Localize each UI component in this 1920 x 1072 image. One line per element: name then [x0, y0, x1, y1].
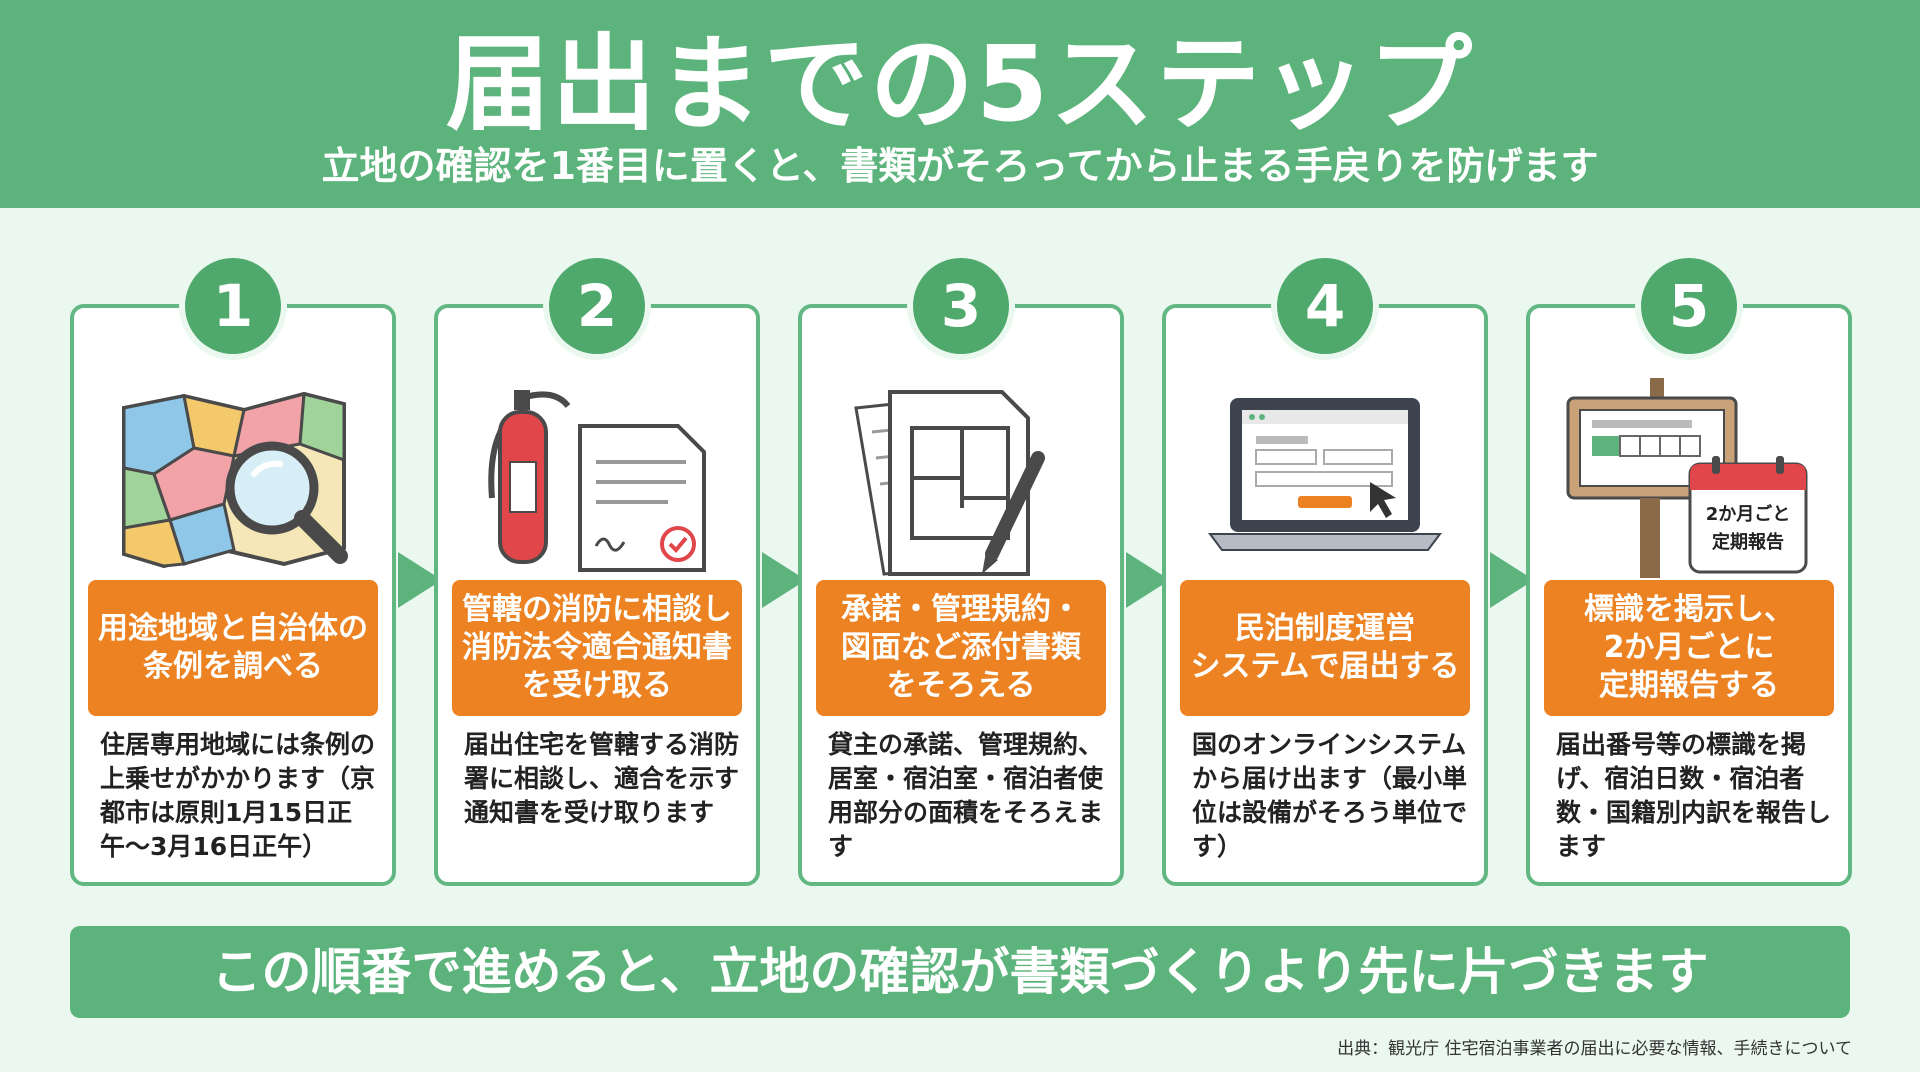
step-number-1: 1 — [185, 258, 281, 354]
source-note: 出典：観光庁 住宅宿泊事業者の届出に必要な情報、手続きについて — [1337, 1039, 1852, 1059]
step-card-3: 承諾・管理規約・ 図面など添付書類 をそろえる 貸主の承諾、管理規約、居室・宿泊… — [798, 304, 1124, 886]
fire-extinguisher-document-icon — [488, 390, 706, 572]
step-label: 用途地域と自治体の 条例を調べる — [88, 580, 378, 716]
step-description: 貸主の承諾、管理規約、居室・宿泊室・宿泊者使用部分の面積をそろえます — [828, 730, 1104, 861]
step-description: 国のオンラインシステムから届け出ます（最小単位は設備がそろう単位です） — [1192, 730, 1468, 861]
step-number-5: 5 — [1641, 258, 1737, 354]
step-number-4: 4 — [1277, 258, 1373, 354]
arrow-right-icon — [762, 552, 806, 608]
step-description: 住居専用地域には条例の上乗せがかかります（京都市は原則1月15日正午〜3月16日… — [100, 730, 376, 861]
laptop-form-icon — [1208, 398, 1442, 551]
map-magnifier-icon — [122, 391, 348, 569]
step-card-1: 用途地域と自治体の 条例を調べる 住居専用地域には条例の上乗せがかかります（京都… — [70, 304, 396, 886]
step-label: 標識を掲示し、 2か月ごとに 定期報告する — [1544, 580, 1834, 716]
arrow-right-icon — [1490, 552, 1534, 608]
step-description: 届出住宅を管轄する消防署に相談し、適合を示す通知書を受け取ります — [464, 730, 740, 827]
step-label: 管轄の消防に相談し 消防法令適合通知書 を受け取る — [452, 580, 742, 716]
summary-banner: この順番で進めると、立地の確認が書類づくりより先に片づきます — [70, 926, 1850, 1018]
arrow-right-icon — [1126, 552, 1170, 608]
step-label: 承諾・管理規約・ 図面など添付書類 をそろえる — [816, 580, 1106, 716]
signboard-calendar-icon: 2か月ごと 定期報告 — [1566, 378, 1808, 578]
page-subtitle: 立地の確認を1番目に置くと、書類がそろってから止まる手戻りを防げます — [321, 144, 1599, 188]
page-title: 届出までの5ステップ — [445, 23, 1475, 145]
calendar-line-1: 2か月ごと — [1706, 503, 1791, 525]
step-description: 届出番号等の標識を掲げ、宿泊日数・宿泊者数・国籍別内訳を報告します — [1556, 730, 1832, 861]
floor-plan-documents-icon — [854, 390, 1045, 576]
step-number-3: 3 — [913, 258, 1009, 354]
calendar-line-2: 定期報告 — [1712, 531, 1784, 553]
step-card-4: 民泊制度運営 システムで届出する 国のオンラインシステムから届け出ます（最小単位… — [1162, 304, 1488, 886]
header: 届出までの5ステップ 立地の確認を1番目に置くと、書類がそろってから止まる手戻り… — [0, 0, 1920, 208]
step-card-2: 管轄の消防に相談し 消防法令適合通知書 を受け取る 届出住宅を管轄する消防署に相… — [434, 304, 760, 886]
step-label: 民泊制度運営 システムで届出する — [1180, 580, 1470, 716]
arrow-right-icon — [398, 552, 442, 608]
step-card-5: 2か月ごと 定期報告 標識を掲示し、 2か月ごとに 定期報告する 届出番号等の標… — [1526, 304, 1852, 886]
step-number-2: 2 — [549, 258, 645, 354]
